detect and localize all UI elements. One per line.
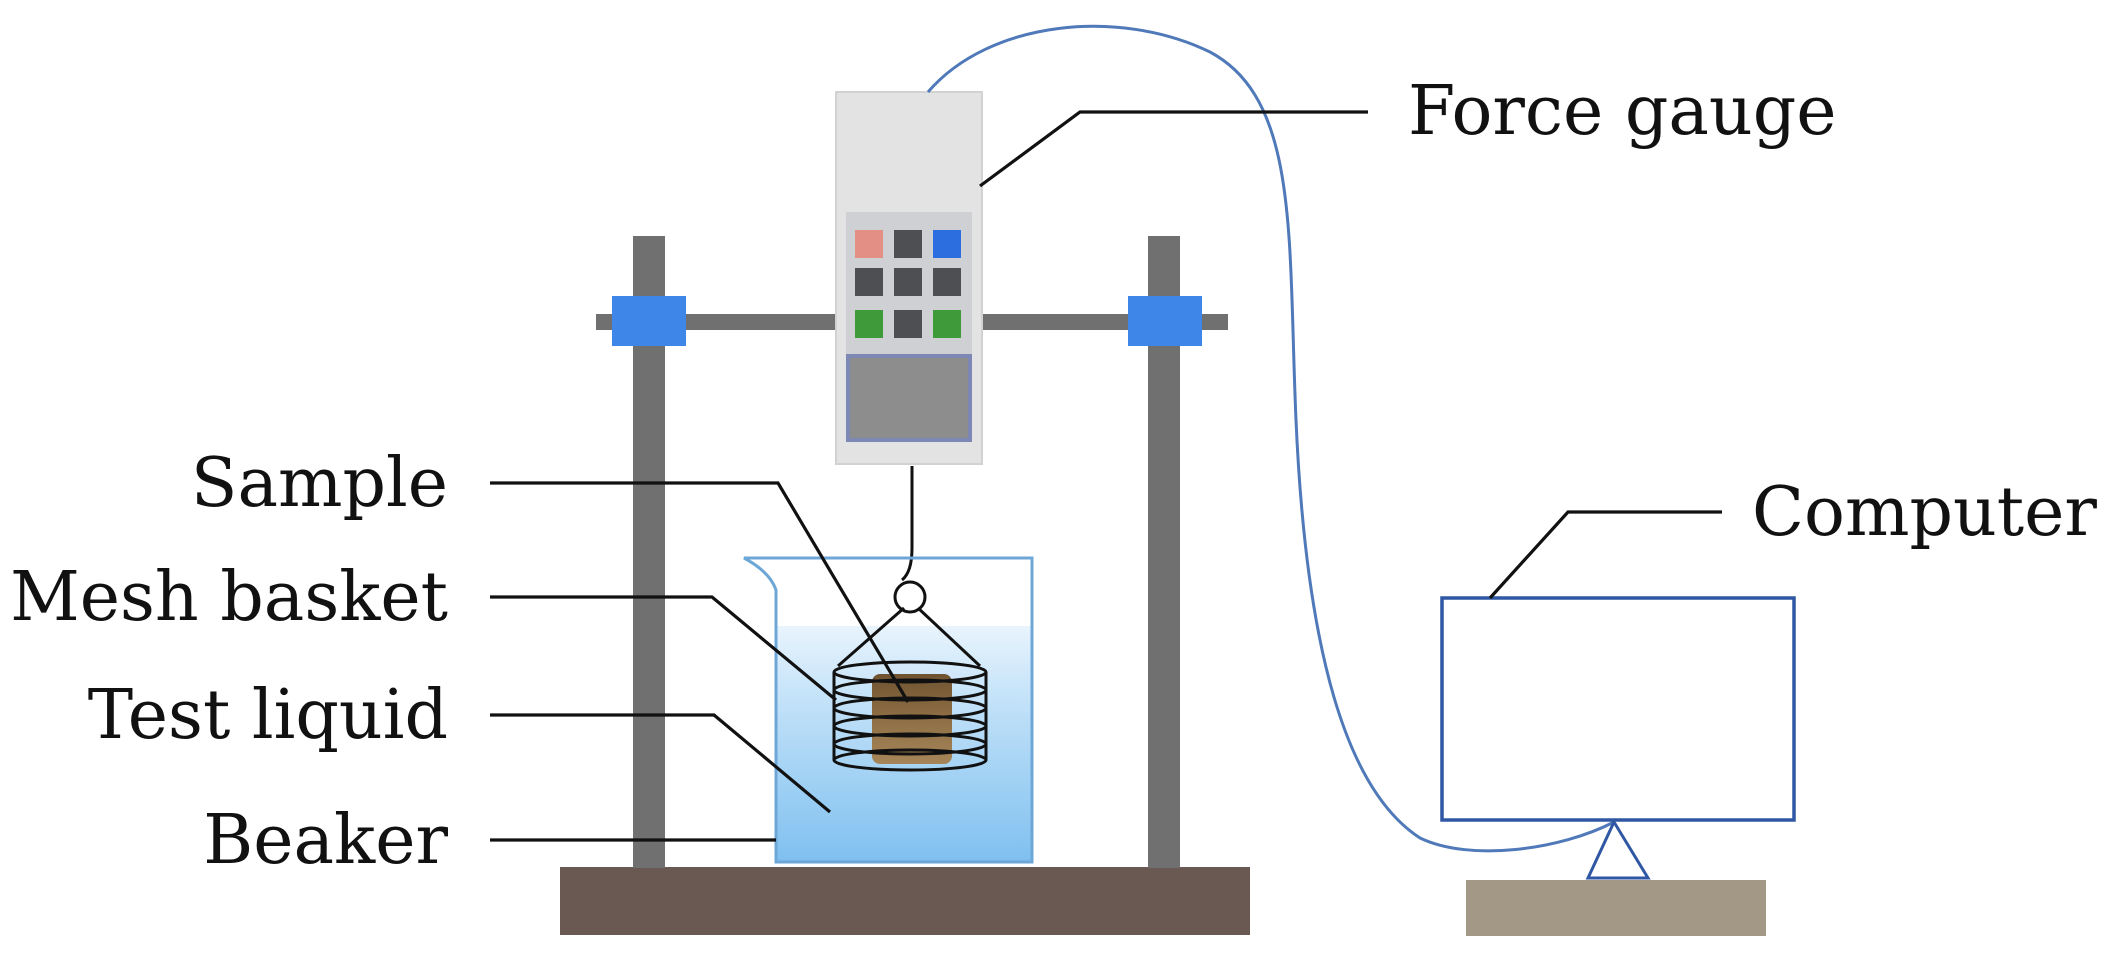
- gauge-key-red: [855, 230, 883, 258]
- computer-monitor: [1440, 596, 1796, 822]
- leader-computer: [1488, 510, 1722, 600]
- leader-mesh-basket: [490, 595, 838, 702]
- computer: [1440, 596, 1796, 936]
- label-mesh-basket: Mesh basket: [10, 558, 448, 637]
- clamp-right: [1128, 296, 1202, 346]
- gauge-screen: [846, 354, 972, 442]
- gauge-key: [894, 268, 922, 296]
- hook-ring: [893, 580, 927, 614]
- label-computer: Computer: [1752, 473, 2097, 552]
- gauge-key-blue: [933, 230, 961, 258]
- label-beaker: Beaker: [203, 801, 448, 880]
- beaker-outline: [743, 556, 1034, 864]
- leader-force-gauge: [979, 110, 1368, 188]
- gauge-key-green: [855, 310, 883, 338]
- stand-base: [560, 867, 1250, 935]
- leader-sample: [490, 481, 910, 703]
- computer-stand: [1585, 818, 1651, 880]
- label-sample: Sample: [191, 444, 448, 523]
- gauge-key: [894, 230, 922, 258]
- gauge-key: [855, 268, 883, 296]
- clamp-left: [612, 296, 686, 346]
- leader-test-liquid: [490, 713, 832, 814]
- computer-base: [1466, 880, 1766, 936]
- gauge-key: [933, 268, 961, 296]
- data-cable: [926, 24, 1615, 853]
- gauge-key-green: [933, 310, 961, 338]
- mesh-basket: [832, 660, 988, 772]
- label-test-liquid: Test liquid: [88, 676, 448, 755]
- hanging-hook: [900, 466, 914, 582]
- gauge-key: [894, 310, 922, 338]
- force-gauge: [835, 91, 983, 465]
- label-force-gauge: Force gauge: [1408, 72, 1837, 151]
